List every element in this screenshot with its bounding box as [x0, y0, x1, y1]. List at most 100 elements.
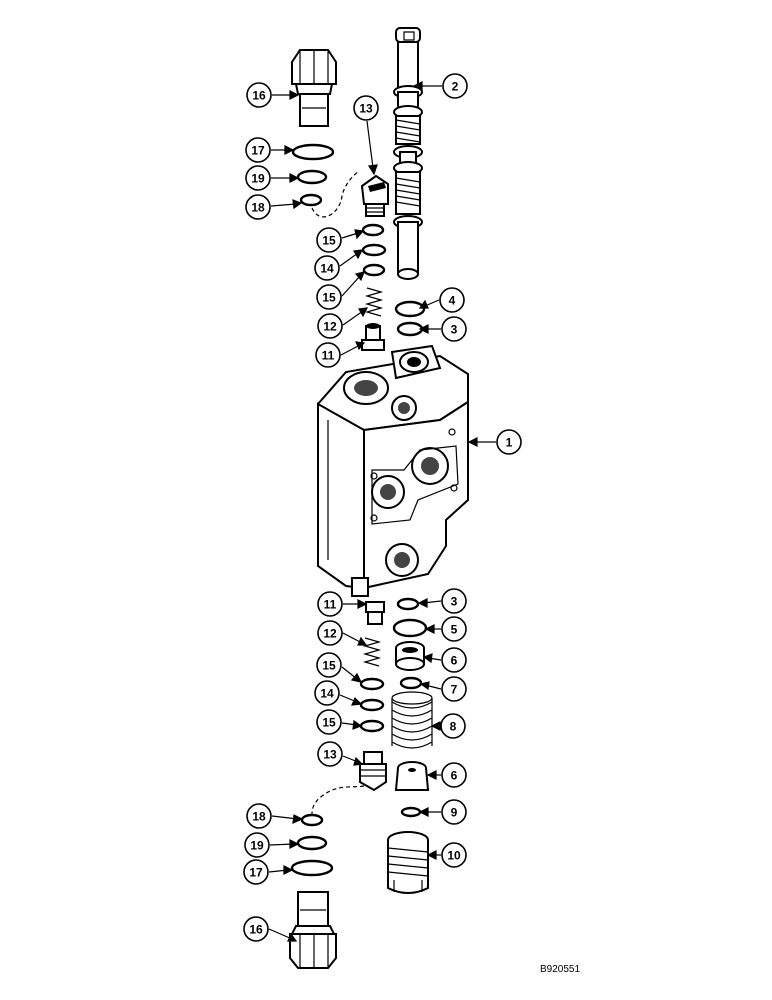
callout: 8: [440, 713, 466, 739]
callout-label: 15: [322, 716, 336, 730]
callout: 2: [442, 73, 468, 99]
callout-label: 9: [451, 806, 458, 820]
callout: 12: [317, 620, 343, 646]
callout-label: 11: [322, 349, 335, 363]
callout: 11: [315, 342, 341, 368]
part-7-ring: [399, 676, 423, 690]
figure-reference: B920551: [540, 964, 580, 975]
callout: 12: [317, 313, 343, 339]
callout-label: 13: [359, 102, 373, 116]
callout: 3: [441, 316, 467, 342]
callout-label: 6: [451, 769, 458, 783]
callout: 15: [316, 709, 342, 735]
callout: 10: [441, 842, 467, 868]
callout-label: 12: [323, 627, 337, 641]
part-8-spring: [391, 691, 433, 749]
callout-label: 6: [451, 654, 458, 668]
callout: 4: [439, 287, 465, 313]
part-15-top-oring-b: [362, 263, 386, 277]
part-15-bottom-oring-a: [359, 677, 385, 691]
callout-label: 17: [249, 866, 263, 880]
part-16-bottom-plug: [289, 891, 337, 969]
callout-label: 16: [252, 89, 266, 103]
callout: 17: [243, 859, 269, 885]
part-17-bottom-ring: [290, 859, 334, 877]
part-10-cap: [387, 831, 429, 894]
part-15-bottom-oring-b: [359, 719, 385, 733]
part-19-bottom-ring: [296, 835, 328, 851]
callout-label: 10: [447, 849, 461, 863]
callout: 15: [316, 227, 342, 253]
part-17-top-ring: [291, 143, 335, 161]
callout-label: 7: [451, 683, 458, 697]
part-12-top-spring: [364, 287, 384, 317]
callout: 17: [245, 137, 271, 163]
callout: 19: [245, 165, 271, 191]
callout: 1: [496, 429, 522, 455]
part-18-bottom-ring: [300, 813, 324, 827]
part-14-bottom-oring: [359, 698, 385, 712]
callout: 14: [314, 680, 340, 706]
callout: 15: [316, 284, 342, 310]
callout: 16: [246, 82, 272, 108]
leader-dashed-13-bottom: [311, 785, 365, 815]
callout-label: 1: [506, 436, 513, 450]
callout-label: 11: [324, 598, 337, 612]
callout: 7: [441, 676, 467, 702]
part-19-top-ring: [296, 169, 328, 185]
leader-lines: [268, 81, 496, 942]
callout: 19: [244, 832, 270, 858]
callout-label: 17: [251, 144, 265, 158]
callout-label: 2: [452, 80, 459, 94]
part-3-top-oring: [396, 321, 424, 337]
part-12-bottom-spring: [362, 637, 382, 667]
callout-label: 8: [450, 720, 457, 734]
callout-label: 3: [451, 595, 458, 609]
callout-label: 13: [323, 748, 337, 762]
part-1-valve-body: [316, 344, 469, 590]
callout-label: 16: [249, 923, 263, 937]
part-16-top-plug: [291, 49, 337, 127]
part-5-washer: [392, 618, 428, 638]
part-11-bottom-poppet: [365, 601, 385, 625]
callout: 13: [317, 741, 343, 767]
callout: 13: [353, 95, 379, 121]
callout: 9: [441, 799, 467, 825]
callout: 3: [441, 588, 467, 614]
callout: 14: [314, 255, 340, 281]
callout-label: 18: [252, 810, 266, 824]
callout: 18: [245, 194, 271, 220]
part-1-spool-end: [351, 577, 369, 597]
callout-label: 14: [320, 262, 334, 276]
part-9-ring: [400, 806, 422, 818]
part-3-bottom-oring: [396, 597, 420, 611]
callout-label: 15: [322, 659, 336, 673]
callout-label: 19: [251, 172, 265, 186]
callout-label: 14: [320, 687, 334, 701]
callout: 5: [441, 616, 467, 642]
part-18-top-ring: [299, 193, 323, 207]
callout: 15: [316, 652, 342, 678]
callout: 16: [243, 916, 269, 942]
callout-label: 12: [323, 320, 337, 334]
callout-label: 15: [322, 291, 336, 305]
part-6-spring-seat-bottom: [394, 761, 430, 791]
leader-dashed-13-top: [311, 171, 359, 218]
callout-label: 18: [251, 201, 265, 215]
part-11-top-poppet: [361, 323, 385, 351]
callout-label: 4: [449, 294, 456, 308]
part-4-wiper: [394, 300, 426, 318]
callout-label: 15: [322, 234, 336, 248]
callout-label: 19: [250, 839, 264, 853]
callout: 6: [441, 647, 467, 673]
callout-label: 5: [451, 623, 458, 637]
callouts: 16 2 13 17 19 18 15 14 15 4 3 12 11 1 11…: [243, 73, 522, 942]
part-14-top-oring: [361, 243, 387, 257]
callout: 18: [246, 803, 272, 829]
part-13-top-cap: [360, 174, 389, 217]
part-2-spool: [393, 27, 423, 280]
callout: 11: [317, 591, 343, 617]
callout: 6: [441, 762, 467, 788]
part-13-bottom-cap: [359, 751, 387, 792]
